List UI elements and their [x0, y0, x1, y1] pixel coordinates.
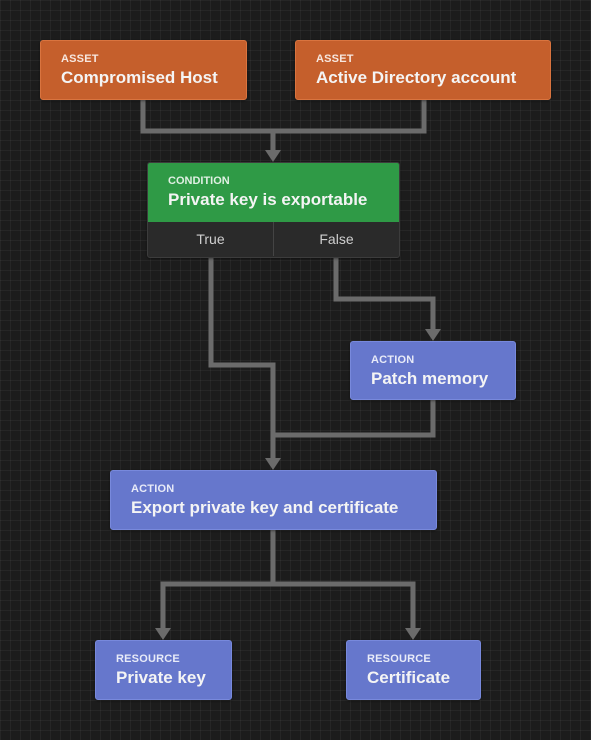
node-title: Export private key and certificate — [131, 498, 399, 517]
condition-branches: True False — [148, 222, 399, 256]
condition-branch-false[interactable]: False — [273, 222, 399, 256]
arrowhead-export — [265, 458, 281, 470]
arrowhead-certificate — [405, 628, 421, 640]
condition-header: CONDITION Private key is exportable — [148, 163, 399, 222]
edge-export-to-certificate — [273, 581, 416, 630]
edge-ad-account-to-condition — [273, 100, 427, 134]
arrowhead-condition — [265, 150, 281, 162]
node-title: Private key is exportable — [168, 190, 368, 209]
node-kind-label: CONDITION — [168, 175, 230, 187]
node-title: Active Directory account — [316, 68, 517, 87]
node-active-directory-account[interactable]: ASSET Active Directory account — [295, 40, 551, 100]
arrowhead-patch-memory — [425, 329, 441, 341]
node-patch-memory[interactable]: ACTION Patch memory — [350, 341, 516, 400]
edge-condition-true-to-export — [208, 258, 276, 460]
node-kind-label: ACTION — [131, 483, 175, 495]
node-title: Patch memory — [371, 369, 489, 388]
node-title: Certificate — [367, 668, 451, 687]
condition-branch-true[interactable]: True — [196, 231, 225, 247]
node-condition-private-key-exportable[interactable]: CONDITION Private key is exportable True… — [147, 162, 400, 258]
edge-patch-memory-to-export — [273, 400, 436, 438]
node-kind-label: ASSET — [316, 53, 354, 65]
edge-export-to-private-key — [160, 530, 276, 630]
node-kind-label: RESOURCE — [116, 653, 180, 665]
arrowhead-private-key — [155, 628, 171, 640]
edge-compromised-host-to-condition — [140, 100, 276, 152]
edge-condition-false-to-patch-memory — [333, 258, 436, 331]
node-private-key[interactable]: RESOURCE Private key — [95, 640, 232, 700]
node-title: Compromised Host — [61, 68, 218, 87]
node-kind-label: ACTION — [371, 354, 415, 366]
node-title: Private key — [116, 668, 206, 687]
node-certificate[interactable]: RESOURCE Certificate — [346, 640, 481, 700]
node-export-private-key-and-certificate[interactable]: ACTION Export private key and certificat… — [110, 470, 437, 530]
node-kind-label: ASSET — [61, 53, 99, 65]
node-compromised-host[interactable]: ASSET Compromised Host — [40, 40, 247, 100]
node-kind-label: RESOURCE — [367, 653, 431, 665]
